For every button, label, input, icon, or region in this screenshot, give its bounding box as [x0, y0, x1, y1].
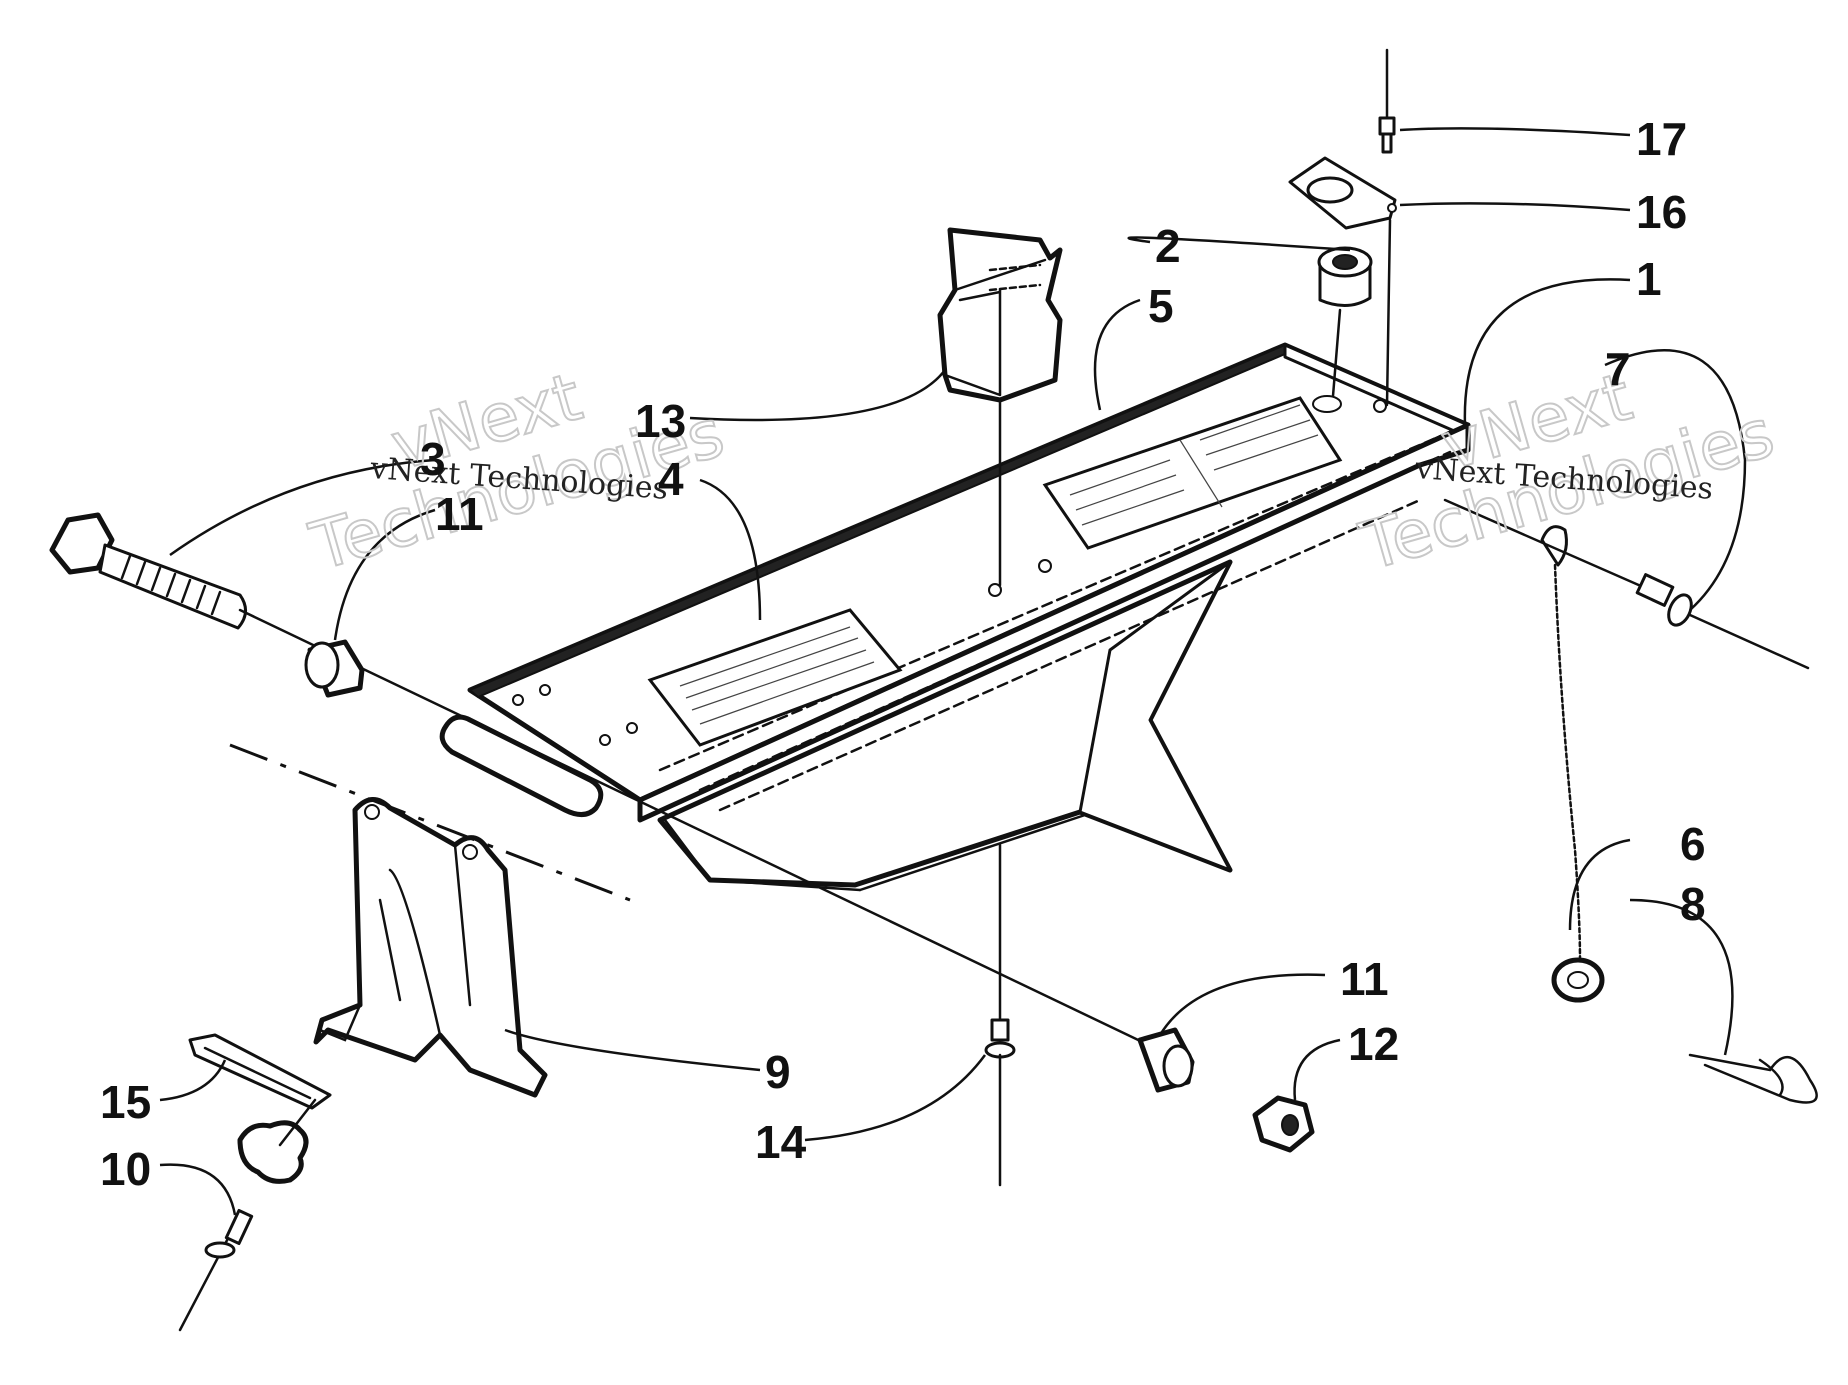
- rivet-17: [1378, 48, 1396, 154]
- rivet-14: [984, 843, 1016, 1187]
- callout-8: 8: [1680, 878, 1706, 930]
- bracket-16: [1288, 156, 1397, 230]
- bushing-11-left: [304, 639, 365, 698]
- warning-decal-4: [647, 608, 903, 747]
- callout-9: 9: [765, 1046, 791, 1098]
- lanyard-6: [1540, 525, 1605, 1003]
- guide-line-2: [1331, 308, 1342, 398]
- callout-14: 14: [755, 1116, 807, 1168]
- guide-line-16: [1385, 218, 1392, 407]
- support-bracket-9: [313, 797, 548, 1098]
- callout-11-right: 11: [1340, 953, 1389, 1005]
- callout-13: 13: [635, 395, 686, 447]
- bushing-11-right: [1137, 1027, 1195, 1093]
- leader-lines: [159, 127, 1747, 1216]
- strap-15: [188, 1033, 332, 1110]
- callout-15: 15: [100, 1076, 151, 1128]
- knob-10: [237, 1098, 317, 1184]
- callout-3: 3: [420, 433, 446, 485]
- nut-12: [1252, 1095, 1315, 1153]
- clip-13: [937, 227, 1063, 403]
- callout-16: 16: [1636, 186, 1687, 238]
- callout-1: 1: [1636, 253, 1662, 305]
- grommet-2: [1317, 246, 1373, 307]
- callout-7: 7: [1605, 343, 1631, 395]
- watermark-right: vNext Technologies vNext Technologies: [1351, 357, 1783, 586]
- bolt-3: [49, 512, 247, 630]
- hair-pin-8: [1688, 1053, 1818, 1104]
- callout-12: 12: [1348, 1018, 1399, 1070]
- callout-10: 10: [100, 1143, 151, 1195]
- caution-decal-5: [1042, 396, 1343, 550]
- rivet-7: [1443, 498, 1810, 670]
- callout-6: 6: [1680, 818, 1706, 870]
- callout-11-left: 11: [435, 488, 484, 540]
- callout-labels: 1 2 3 4 5 6 7 8 9 10 11 11 12 13 14 15 1…: [100, 113, 1706, 1195]
- callout-2: 2: [1155, 220, 1181, 272]
- rivet-10: [178, 1208, 254, 1332]
- bolt-axis: [238, 608, 1182, 1062]
- callout-5: 5: [1148, 280, 1174, 332]
- callout-17: 17: [1636, 113, 1687, 165]
- callout-4: 4: [658, 453, 684, 505]
